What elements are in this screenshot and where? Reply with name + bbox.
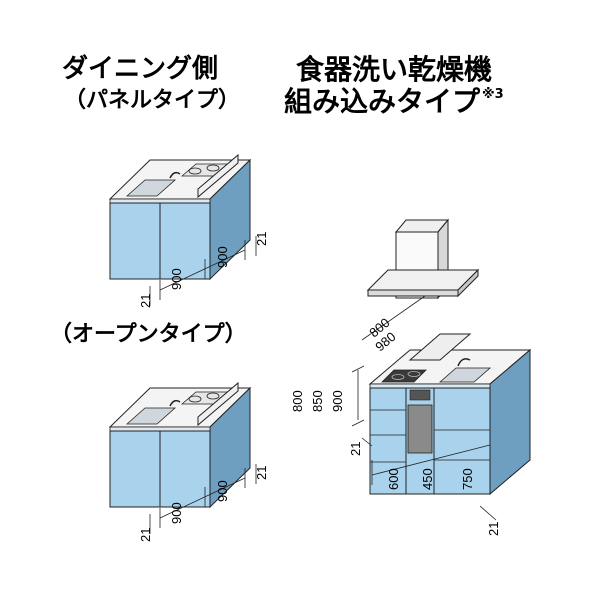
dim-right-end: 21 xyxy=(254,466,269,480)
dim-width-3: 750 xyxy=(460,468,475,490)
dim-width-1: 900 xyxy=(169,502,184,524)
dim-width-2: 900 xyxy=(215,480,230,502)
panel-type-dimensions: 21 900 900 21 xyxy=(138,232,269,308)
dishwasher-dim-lines xyxy=(351,295,497,521)
dishwasher-heading-line1: 食器洗い乾燥機 xyxy=(296,53,493,86)
dim-height-2: 850 xyxy=(310,390,325,412)
dim-width-1: 600 xyxy=(386,468,401,490)
dishwasher-cabinet xyxy=(368,333,532,496)
open-type-heading: （オープンタイプ） xyxy=(50,322,247,347)
dishwasher-footnote-mark: ※3 xyxy=(482,87,504,102)
open-type-cabinet xyxy=(108,381,257,534)
dishwasher-heading-text: 組み込みタイプ xyxy=(284,85,481,118)
open-type-dimensions: 21 900 900 21 xyxy=(138,466,269,542)
dim-width-2: 900 xyxy=(215,246,230,268)
dim-width-2: 450 xyxy=(420,468,435,490)
dim-left-end: 21 xyxy=(138,528,153,542)
panel-type-heading: （パネルタイプ） xyxy=(64,88,241,113)
dim-left-end: 21 xyxy=(348,442,363,456)
dim-height-3: 900 xyxy=(330,390,345,412)
range-hood xyxy=(366,218,480,300)
dim-left-end: 21 xyxy=(138,294,153,308)
dim-right-end: 21 xyxy=(254,232,269,246)
dim-right-end: 21 xyxy=(486,522,501,536)
panel-type-cabinet xyxy=(108,153,257,306)
dining-side-heading: ダイニング側 xyxy=(62,54,219,84)
dishwasher-heading-line2: 組み込みタイプ※3 xyxy=(284,88,504,116)
dim-height-1: 800 xyxy=(290,390,305,412)
dim-width-1: 900 xyxy=(169,268,184,290)
